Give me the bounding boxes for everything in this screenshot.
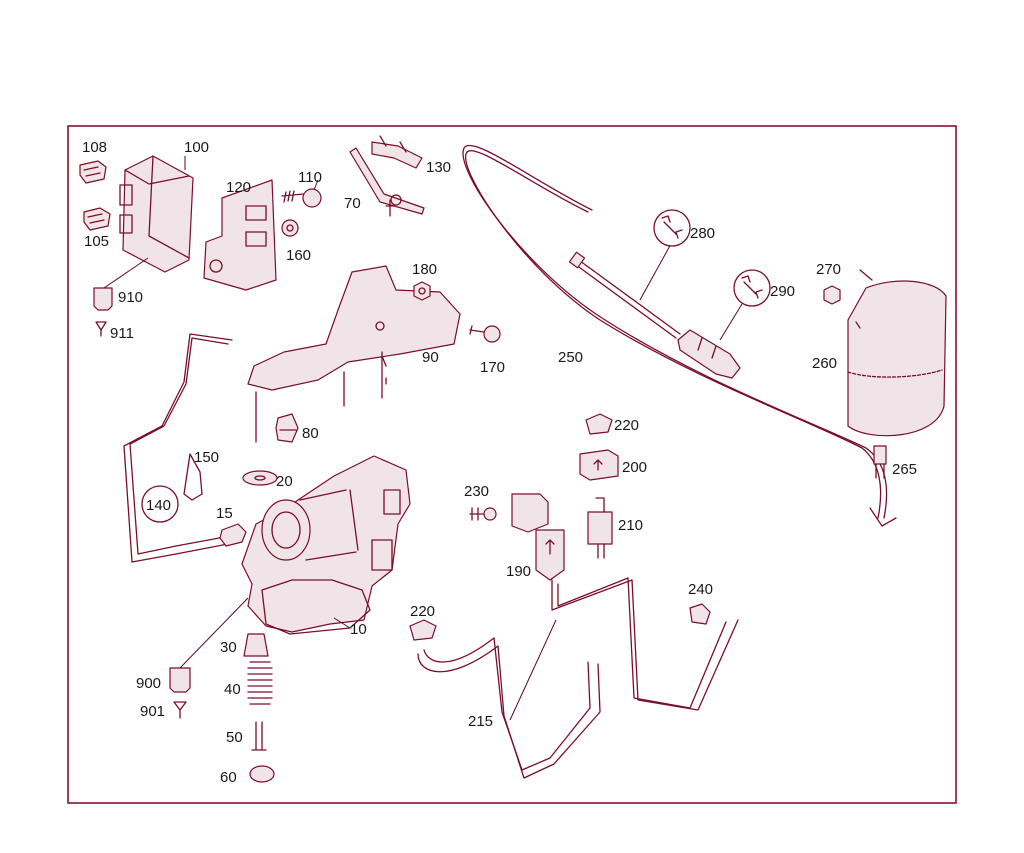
label-250: 250 <box>558 349 583 366</box>
label-270: 270 <box>816 261 841 278</box>
label-280: 280 <box>690 225 715 242</box>
part-910-plug[interactable] <box>93 257 149 311</box>
label-40: 40 <box>224 681 241 698</box>
label-160: 160 <box>286 247 311 264</box>
label-290: 290 <box>770 283 795 300</box>
wrench-280 <box>653 209 691 247</box>
label-105: 105 <box>84 233 109 250</box>
label-10: 10 <box>350 621 367 638</box>
part-130-clip[interactable] <box>371 135 423 169</box>
part-70-strap[interactable] <box>349 147 425 217</box>
label-180: 180 <box>412 261 437 278</box>
label-150: 150 <box>194 449 219 466</box>
part-210-filter[interactable] <box>587 497 613 559</box>
part-80-clamp[interactable] <box>275 413 299 443</box>
part-265-valve[interactable] <box>873 445 887 479</box>
part-270-nut[interactable] <box>823 285 841 305</box>
part-230-bolt[interactable] <box>469 507 497 521</box>
part-105-fitting[interactable] <box>83 207 111 231</box>
label-240: 240 <box>688 581 713 598</box>
part-260-reservoir[interactable] <box>847 269 947 437</box>
label-260: 260 <box>812 355 837 372</box>
part-140-pipe[interactable] <box>123 333 233 563</box>
part-108-sensor[interactable] <box>79 160 107 184</box>
wrench-icon <box>661 215 683 239</box>
part-40-spring[interactable] <box>247 661 273 705</box>
label-110: 110 <box>298 169 322 186</box>
label-190: 190 <box>506 563 531 580</box>
label-120: 120 <box>226 179 251 196</box>
wrench-290 <box>733 269 771 307</box>
label-900: 900 <box>136 675 161 692</box>
label-200: 200 <box>622 459 647 476</box>
label-100: 100 <box>184 139 209 156</box>
diagram-frame <box>67 125 957 804</box>
label-80: 80 <box>302 425 319 442</box>
label-140: 140 <box>146 497 171 514</box>
part-250-line[interactable] <box>462 144 897 527</box>
part-150-clip[interactable] <box>183 453 203 501</box>
label-220-lower: 220 <box>410 603 435 620</box>
part-911-pin[interactable] <box>95 321 107 337</box>
part-50-pin[interactable] <box>251 721 267 751</box>
label-60: 60 <box>220 769 237 786</box>
part-170-bolt[interactable] <box>469 325 501 343</box>
part-190-valve[interactable] <box>511 493 565 581</box>
part-110-screw[interactable] <box>281 179 322 208</box>
wrench-icon <box>741 275 763 299</box>
part-220-clip-top[interactable] <box>585 413 613 435</box>
label-910: 910 <box>118 289 143 306</box>
part-200-bracket[interactable] <box>579 449 619 481</box>
label-50: 50 <box>226 729 243 746</box>
label-210: 210 <box>618 517 643 534</box>
label-901: 901 <box>140 703 165 720</box>
part-60-seal[interactable] <box>249 765 275 783</box>
label-90: 90 <box>422 349 439 366</box>
part-30-filter[interactable] <box>243 633 269 657</box>
part-290-coupling[interactable] <box>677 303 743 379</box>
part-100-control-unit[interactable] <box>119 155 194 273</box>
label-170: 170 <box>480 359 505 376</box>
label-108: 108 <box>82 139 107 156</box>
label-130: 130 <box>426 159 451 176</box>
part-215-hose[interactable] <box>417 577 739 779</box>
label-911: 911 <box>110 325 134 342</box>
part-240-clip[interactable] <box>689 603 711 625</box>
part-160-washer[interactable] <box>281 219 299 237</box>
part-15-fitting[interactable] <box>219 523 247 547</box>
part-280-rod[interactable] <box>568 241 681 339</box>
label-220-top: 220 <box>614 417 639 434</box>
part-900-plug[interactable] <box>169 597 249 693</box>
label-20: 20 <box>276 473 293 490</box>
label-70: 70 <box>344 195 361 212</box>
part-20-washer[interactable] <box>242 470 278 486</box>
part-220-clip-lower[interactable] <box>409 619 437 641</box>
part-120-plate[interactable] <box>203 179 277 291</box>
label-230: 230 <box>464 483 489 500</box>
label-215: 215 <box>468 713 493 730</box>
part-901-pin[interactable] <box>173 701 187 719</box>
part-180-nut[interactable] <box>413 281 431 301</box>
label-30: 30 <box>220 639 237 656</box>
label-265: 265 <box>892 461 917 478</box>
part-10-compressor[interactable] <box>241 455 411 635</box>
label-15: 15 <box>216 505 233 522</box>
